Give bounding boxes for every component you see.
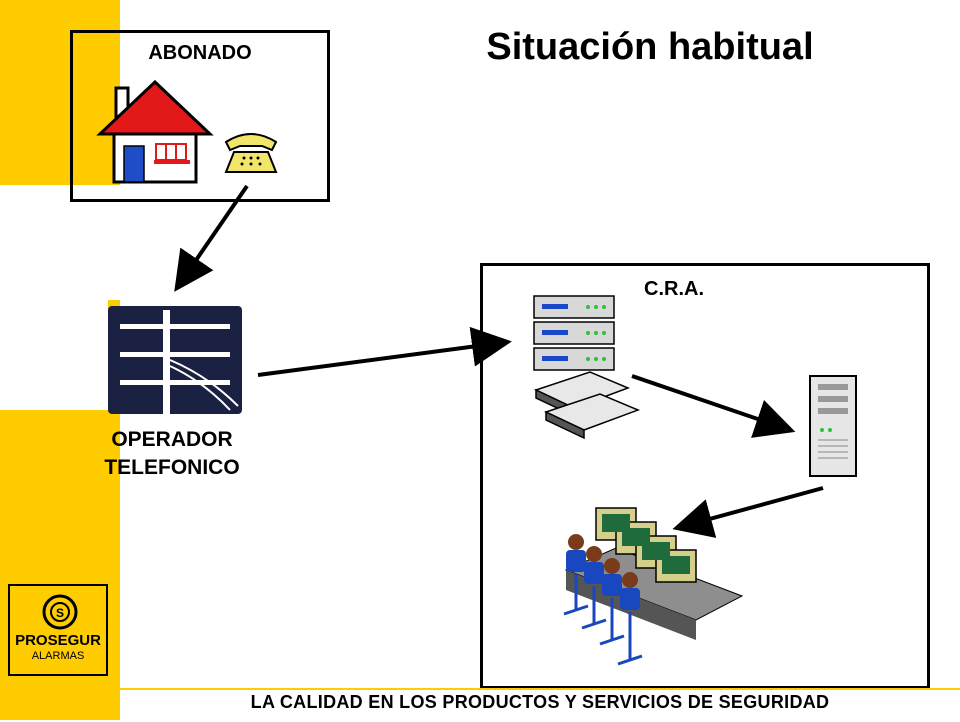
- prosegur-emblem-icon: S: [42, 594, 78, 630]
- tower-server-icon: [809, 375, 857, 477]
- footer-text: LA CALIDAD EN LOS PRODUCTOS Y SERVICIOS …: [250, 692, 830, 712]
- logo-sub: ALARMAS: [31, 650, 85, 662]
- svg-text:S: S: [56, 606, 64, 620]
- cra-label: C.R.A.: [644, 278, 704, 300]
- telephone-pole-icon: [108, 306, 242, 414]
- server-rack-icon: [533, 295, 641, 440]
- logo-name: PROSEGUR: [15, 632, 101, 649]
- footer-bar: [120, 688, 960, 722]
- house-icon: [96, 79, 214, 184]
- operators-workstations-icon: [563, 507, 744, 666]
- sidebar-notch: [0, 185, 120, 300]
- operador-label-line1: OPERADOR: [111, 428, 233, 451]
- slide-title: Situación habitual: [486, 26, 814, 68]
- telephone-icon: [224, 133, 278, 173]
- operador-label-line2: TELEFONICO: [104, 456, 240, 479]
- abonado-box: [70, 30, 330, 202]
- sidebar-notch: [0, 300, 108, 410]
- abonado-label: ABONADO: [148, 42, 252, 64]
- prosegur-logo: S PROSEGUR ALARMAS: [8, 584, 108, 676]
- cra-box: [480, 263, 930, 689]
